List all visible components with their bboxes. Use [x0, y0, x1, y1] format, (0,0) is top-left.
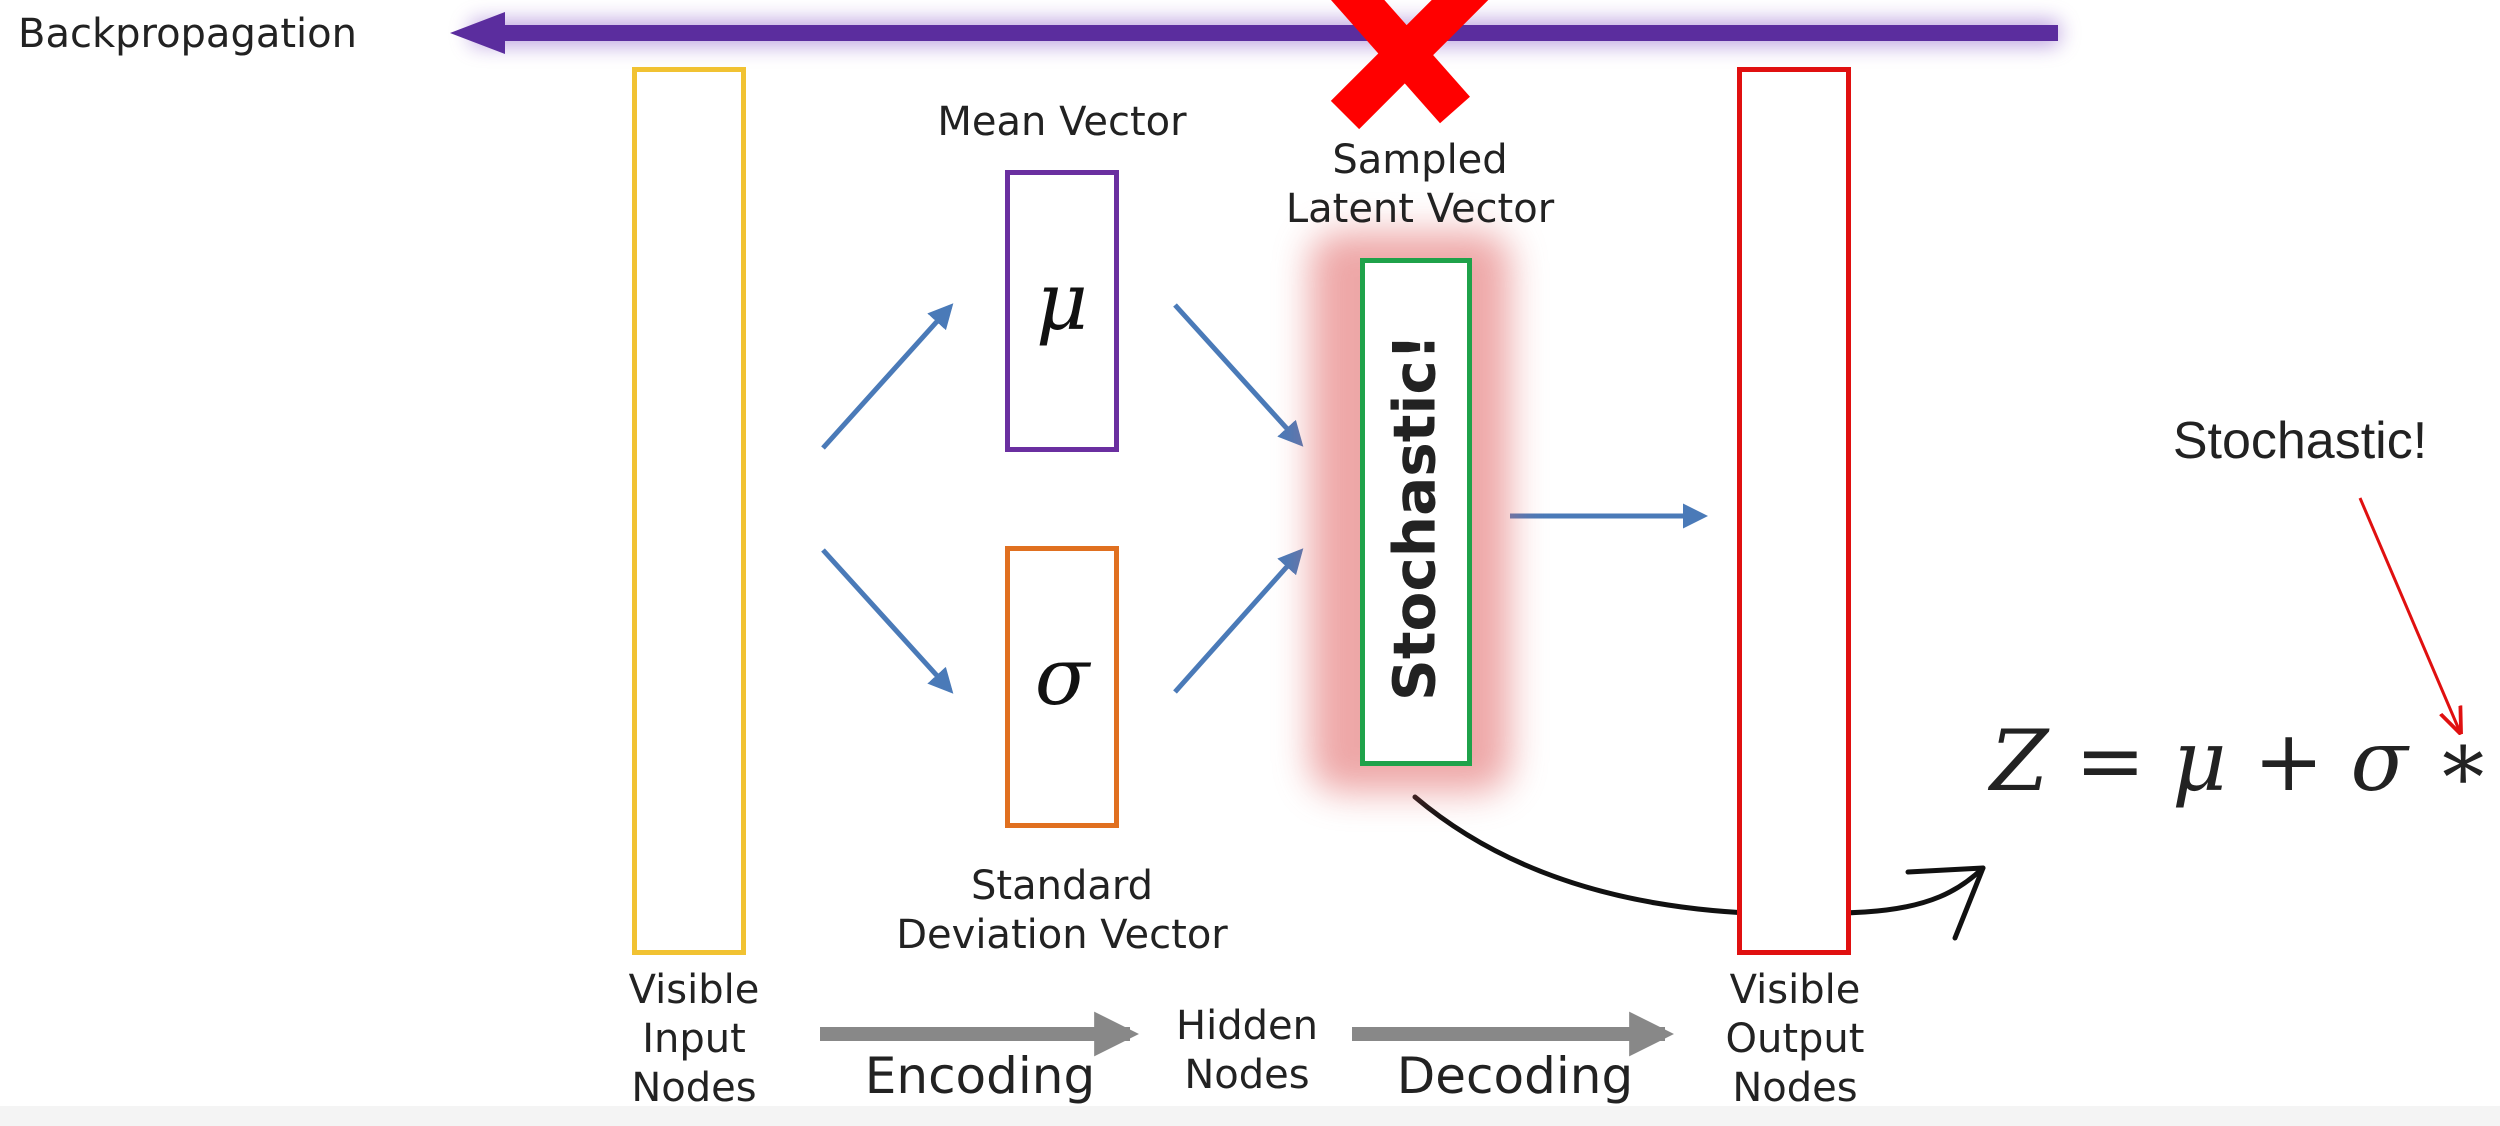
mu-symbol: μ [1036, 255, 1088, 348]
curved-arrow [1412, 794, 1986, 941]
backpropagation-arrow [450, 12, 2060, 54]
sampled-latent-vector-label: Sampled Latent Vector [1285, 137, 1555, 232]
sampled-latent-vector-box [1360, 258, 1472, 766]
visible-input-nodes-label: Visible Input Nodes [628, 967, 760, 1111]
reparameterization-equation: Z = μ + σ ∗ ε [1990, 712, 2500, 810]
note-pointer-arrow [2358, 497, 2460, 732]
encoder-flow-arrows [821, 303, 1708, 694]
mean-vector-box [1005, 170, 1119, 452]
std-dev-vector-box [1005, 546, 1119, 828]
decoding-label: Decoding [1396, 1047, 1634, 1105]
bottom-strip [0, 1106, 2500, 1126]
visible-input-layer [632, 67, 746, 955]
visible-output-layer [1737, 67, 1851, 955]
crossed-out-icon [1330, 0, 1489, 130]
stochastic-note: Stochastic! [2172, 412, 2428, 470]
latent-box-text: Stochastic! [1380, 333, 1449, 701]
backpropagation-label: Backpropagation [18, 11, 357, 57]
mean-vector-label: Mean Vector [937, 99, 1187, 145]
std-dev-vector-label: Standard Deviation Vector [896, 863, 1228, 958]
visible-output-nodes-label: Visible Output Nodes [1725, 967, 1865, 1111]
sigma-symbol: σ [1034, 630, 1090, 723]
encoding-label: Encoding [864, 1047, 1096, 1105]
hidden-nodes-label: Hidden Nodes [1176, 1003, 1318, 1098]
